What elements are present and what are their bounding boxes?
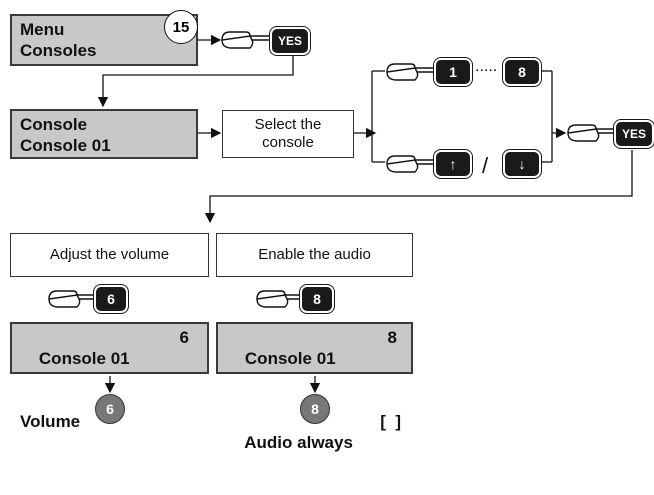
arrow-yes-to-options bbox=[204, 150, 633, 224]
key-range-dots: ..... bbox=[475, 58, 498, 75]
pointing-hand-icon bbox=[386, 155, 437, 173]
console-lcd-line1: Console bbox=[20, 115, 88, 134]
audio-lcd-line2-left: Audio always bbox=[244, 433, 353, 452]
key-6[interactable]: 6 bbox=[93, 284, 129, 314]
volume-lcd-line2: Volume bbox=[20, 412, 81, 431]
volume-lcd: Console 01 6 Volume bbox=[10, 322, 209, 431]
up-arrow-key[interactable]: ↑ bbox=[433, 149, 473, 179]
pointing-hand-icon bbox=[48, 290, 99, 308]
select-console-box: Select the console bbox=[222, 110, 354, 158]
key-8[interactable]: 8 bbox=[299, 284, 335, 314]
key-separator-slash: / bbox=[482, 153, 489, 178]
menu-lcd-line1: Menu bbox=[20, 20, 65, 39]
console-lcd: Console Console 01 bbox=[10, 109, 198, 159]
audio-lcd-line2-right: [ ] bbox=[380, 412, 401, 431]
yes-key[interactable]: YES bbox=[613, 119, 654, 149]
arrow-up-icon: ↑ bbox=[449, 156, 457, 172]
key-1[interactable]: 1 bbox=[433, 57, 473, 87]
yes-key[interactable]: YES bbox=[269, 26, 311, 56]
audio-lcd-line1: Console 01 8 bbox=[226, 327, 403, 411]
pointing-hand-icon bbox=[386, 63, 437, 81]
result-circle-audio: 8 bbox=[300, 394, 330, 424]
pointing-hand-icon bbox=[221, 31, 272, 49]
audio-lcd: Console 01 8 Audio always [ ] bbox=[216, 322, 413, 452]
console-lcd-line2: Console 01 bbox=[20, 136, 111, 155]
arrow-yes-to-console bbox=[97, 55, 294, 108]
adjust-volume-box: Adjust the volume bbox=[10, 233, 209, 277]
volume-lcd-line1-left: Console 01 bbox=[38, 349, 130, 368]
adjust-volume-text: Adjust the volume bbox=[49, 246, 170, 263]
key-8[interactable]: 8 bbox=[502, 57, 542, 87]
flow-lines bbox=[97, 34, 633, 394]
select-console-text: Select the console bbox=[254, 116, 322, 151]
pointing-hand-icon bbox=[567, 124, 618, 142]
result-circle-volume: 6 bbox=[95, 394, 125, 424]
menu-lcd-line2: Consoles bbox=[20, 41, 97, 60]
volume-lcd-line1: Console 01 6 bbox=[20, 327, 199, 411]
step-reference-circle: 15 bbox=[164, 10, 198, 44]
arrow-down-icon: ↓ bbox=[518, 156, 526, 172]
enable-audio-text: Enable the audio bbox=[258, 246, 371, 263]
down-arrow-key[interactable]: ↓ bbox=[502, 149, 542, 179]
enable-audio-box: Enable the audio bbox=[216, 233, 413, 277]
audio-lcd-line1-left: Console 01 bbox=[244, 349, 336, 368]
pointing-hand-icon bbox=[256, 290, 307, 308]
audio-lcd-line1-right: 8 bbox=[387, 328, 397, 347]
volume-lcd-line1-right: 6 bbox=[179, 328, 189, 347]
